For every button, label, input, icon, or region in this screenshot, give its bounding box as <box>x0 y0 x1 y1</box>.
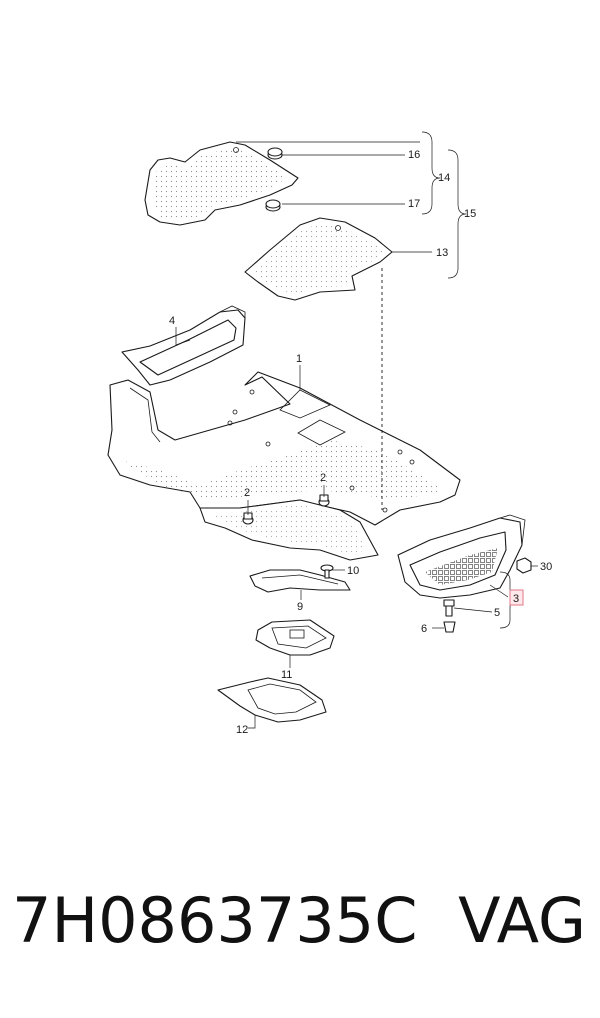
callout-4: 4 <box>169 315 175 327</box>
mat-fastener-16 <box>267 147 283 160</box>
callout-5: 5 <box>494 607 500 619</box>
screw-5 <box>443 599 455 617</box>
callout-17: 17 <box>408 198 420 210</box>
callout-13: 13 <box>436 247 448 259</box>
cover-plate-11 <box>255 619 335 656</box>
callout-2b: 2 <box>320 472 326 484</box>
rear-storage-tray <box>397 514 526 599</box>
bracket-9 <box>249 569 351 593</box>
underbody-panel-12 <box>217 677 327 723</box>
callout-30: 30 <box>540 561 552 573</box>
fastener-30 <box>516 557 532 574</box>
callout-15: 15 <box>464 208 476 220</box>
callout-9: 9 <box>297 601 303 613</box>
footer: 7H0863735C VAG <box>0 890 600 990</box>
callout-10: 10 <box>347 565 359 577</box>
side-storage-tray <box>121 305 246 386</box>
callout-3-highlight <box>509 589 524 606</box>
part-number: 7H0863735C <box>12 884 418 957</box>
brand-label: VAG <box>458 884 586 957</box>
callout-11: 11 <box>281 669 292 681</box>
callout-3: 3 <box>513 593 519 605</box>
mat-fastener-17 <box>265 199 281 212</box>
leader-lines <box>175 131 538 729</box>
callout-1: 1 <box>296 353 302 365</box>
screw-10 <box>320 564 334 579</box>
callout-labels: 16 17 14 15 13 4 1 2 2 30 3 5 6 10 9 11 … <box>169 149 552 736</box>
callout-2a: 2 <box>244 487 250 499</box>
nut-6 <box>443 621 456 633</box>
callout-6: 6 <box>421 623 427 635</box>
parts-exploded-diagram: 16 17 14 15 13 4 1 2 2 30 3 5 6 10 9 11 … <box>107 131 552 736</box>
callout-14: 14 <box>438 172 450 184</box>
callout-12: 12 <box>236 724 248 736</box>
main-floor-covering <box>107 371 461 561</box>
front-floor-mat <box>144 141 299 226</box>
rear-floor-mat <box>244 217 393 301</box>
callout-16: 16 <box>408 149 420 161</box>
